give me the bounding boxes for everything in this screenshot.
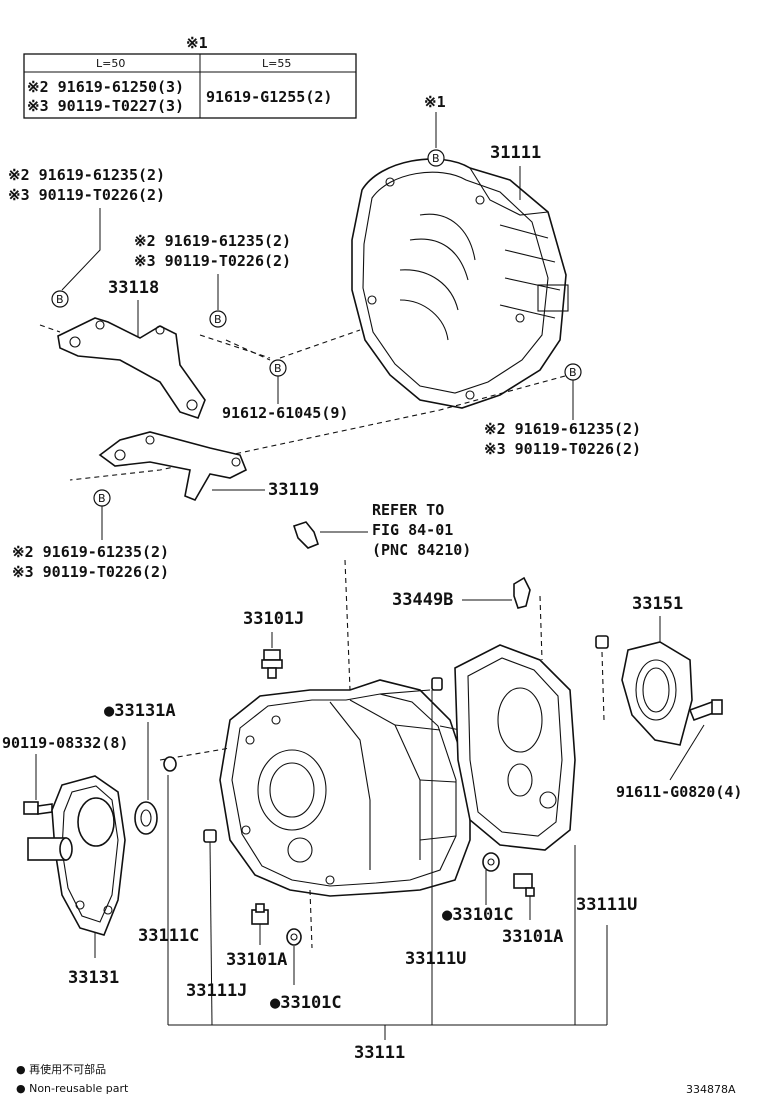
oil-seal-33131A <box>134 801 158 835</box>
legend-jp: ● 再使用不可部品 <box>16 1062 106 1076</box>
label-33111U-right: 33111U <box>576 895 637 915</box>
label-90119: 90119-08332(8) <box>2 734 128 752</box>
table-col2-title: L=55 <box>262 57 291 70</box>
callout-c4-line1: ※2 91619-61235(2) <box>12 543 169 561</box>
label-33131A: ●33131A <box>104 701 176 721</box>
bolt-marker-letter: B <box>274 362 282 375</box>
refer-line3: (PNC 84210) <box>372 541 471 559</box>
switch-part-84210 <box>292 521 319 549</box>
table-col1-title: L=50 <box>96 57 125 70</box>
plug-33101J <box>261 649 283 679</box>
callout-c1-line1: ※2 91619-61235(2) <box>8 166 165 184</box>
bracket-33119 <box>98 431 248 502</box>
label-33101J: 33101J <box>243 609 304 629</box>
bolt-marker-b <box>51 290 69 308</box>
label-33101C-upper: ●33101C <box>442 905 514 925</box>
label-33449B: 33449B <box>392 590 453 610</box>
label-33111J: 33111J <box>186 981 247 1001</box>
fastener-length-table: ※1 L=50 L=55 ※2 91619-61250(3) ※3 90119-… <box>23 34 357 119</box>
cover-33151 <box>621 641 693 746</box>
label-91611: 91611-G0820(4) <box>616 783 742 801</box>
callout-c1-line2: ※3 90119-T0226(2) <box>8 186 165 204</box>
callout-c2-line2: ※3 90119-T0226(2) <box>134 252 291 270</box>
dowel-pin-top <box>431 677 443 691</box>
pin-33111C <box>203 829 217 843</box>
plug-33101A-lower <box>251 903 269 925</box>
diagram-id: 334878A <box>686 1083 736 1096</box>
table-col2-value: 91619-G1255(2) <box>206 88 332 106</box>
callout-c4-line2: ※3 90119-T0226(2) <box>12 563 169 581</box>
label-top-note: ※1 <box>424 93 446 111</box>
label-33101C-lower: ●33101C <box>270 993 342 1013</box>
label-31111-top: 31111 <box>490 143 541 163</box>
label-33118: 33118 <box>108 278 159 298</box>
table-header: ※1 <box>186 34 208 52</box>
bolt-marker-b <box>427 149 445 167</box>
callout-c3-line1: ※2 91619-61235(2) <box>484 420 641 438</box>
clutch-housing-31111 <box>351 158 569 409</box>
legend-en: ● Non-reusable part <box>16 1082 129 1095</box>
bolt-90119 <box>23 801 53 815</box>
label-91612: 91612-61045(9) <box>222 404 348 422</box>
bolt-91611 <box>688 699 723 722</box>
label-33101A-lower: 33101A <box>226 950 287 970</box>
bolt-marker-letter: B <box>569 366 577 379</box>
ring-washer <box>163 756 177 772</box>
bolt-marker-letter: B <box>432 152 440 165</box>
label-33101A-upper: 33101A <box>502 927 563 947</box>
label-33131: 33131 <box>68 968 119 988</box>
bolt-marker-letter: B <box>214 313 222 326</box>
clip-33449B <box>513 576 531 609</box>
gasket-33101C-lower <box>286 928 302 946</box>
label-33111U-mid: 33111U <box>405 949 466 969</box>
label-33151: 33151 <box>632 594 683 614</box>
transmission-case-33111 <box>219 679 471 897</box>
callout-c3-line2: ※3 90119-T0226(2) <box>484 440 641 458</box>
table-col1-row1: ※2 91619-61250(3) <box>27 78 184 96</box>
table-col1-row2: ※3 90119-T0227(3) <box>27 97 184 115</box>
bearing-retainer-33131 <box>27 775 126 936</box>
label-33111-bottom: 33111 <box>354 1043 405 1063</box>
dowel-pin-right <box>595 635 609 649</box>
callout-c2-line1: ※2 91619-61235(2) <box>134 232 291 250</box>
refer-line1: REFER TO <box>372 501 444 519</box>
plug-33101A-upper <box>513 873 535 897</box>
label-33119: 33119 <box>268 480 319 500</box>
intermediate-plate <box>454 644 576 851</box>
bolt-marker-letter: B <box>56 293 64 306</box>
label-33111C: 33111C <box>138 926 199 946</box>
gasket-33101C-upper <box>482 852 500 872</box>
bolt-marker-letter: B <box>98 492 106 505</box>
bracket-33118 <box>57 317 206 419</box>
refer-line2: FIG 84-01 <box>372 521 453 539</box>
bolt-marker-b <box>209 310 227 328</box>
